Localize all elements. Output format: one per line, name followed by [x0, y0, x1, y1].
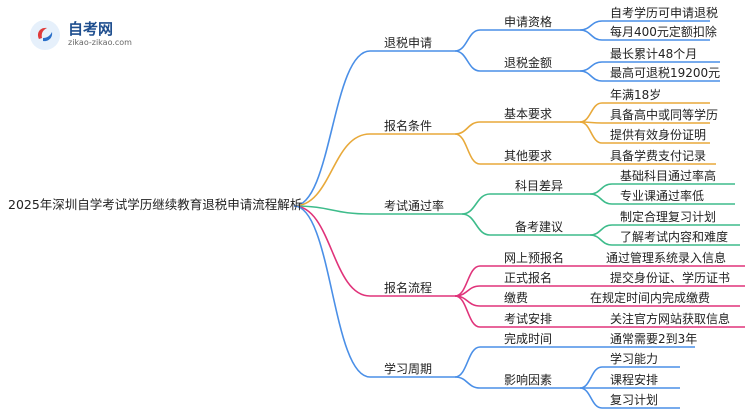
link-sub-1-0-to-leaf-0	[579, 102, 603, 123]
leaf-prep-1: 制定合理复习计划	[620, 210, 717, 224]
link-sub-2-0-to-leaf-0	[589, 183, 613, 195]
sub-payment[interactable]: 缴费	[504, 291, 529, 305]
sub-influencing-factors[interactable]: 影响因素	[504, 373, 553, 387]
link-root-to-branch-1	[293, 133, 371, 207]
leaf-subject-1: 基础科目通过率高	[620, 169, 717, 183]
leaf-other-1: 具备学费支付记录	[610, 149, 707, 163]
logo-icon	[30, 20, 60, 50]
leaf-payment-1: 在规定时间内完成缴费	[590, 291, 711, 305]
branch-tax-refund[interactable]: 退税申请	[384, 36, 433, 50]
link-sub-2-1-to-leaf-1	[589, 234, 613, 246]
branch-pass-rate[interactable]: 考试通过率	[384, 199, 445, 213]
leaf-amount-1: 最长累计48个月	[610, 47, 698, 61]
leaf-prep-2: 了解考试内容和难度	[620, 230, 729, 244]
link-branch-4-to-sub-1	[454, 376, 481, 389]
link-root-to-branch-2	[293, 205, 371, 215]
link-root-to-branch-0	[293, 50, 371, 207]
link-branch-2-to-sub-1	[461, 213, 491, 236]
sub-exam-prep[interactable]: 备考建议	[515, 220, 564, 234]
leaf-eligibility-2: 每月400元定额扣除	[610, 25, 717, 39]
leaf-factor-2: 课程安排	[610, 373, 659, 387]
link-sub-2-0-to-leaf-1	[589, 193, 613, 205]
link-root-to-branch-4	[293, 205, 371, 378]
leaf-online-1: 通过管理系统录入信息	[606, 251, 727, 265]
link-sub-2-1-to-leaf-0	[589, 224, 613, 236]
leaf-schedule-1: 关注官方网站获取信息	[610, 312, 731, 326]
branch-study-period[interactable]: 学习周期	[384, 362, 433, 376]
logo-subtitle: zikao-zikao.com	[68, 38, 132, 47]
link-sub-0-1-to-leaf-0	[579, 61, 603, 72]
link-branch-4-to-sub-0	[454, 346, 481, 378]
branch-registration-conditions[interactable]: 报名条件	[384, 119, 433, 133]
link-root-to-branch-3	[293, 205, 371, 297]
leaf-factor-3: 复习计划	[610, 393, 659, 407]
leaf-eligibility-1: 自考学历可申请退税	[610, 6, 719, 20]
sub-subject-difference[interactable]: 科目差异	[515, 179, 564, 193]
sub-basic-requirements[interactable]: 基本要求	[504, 107, 553, 121]
leaf-formal-1: 提交身份证、学历证书	[610, 271, 731, 285]
branch-registration-process[interactable]: 报名流程	[384, 281, 433, 295]
link-sub-4-1-to-leaf-2	[579, 387, 603, 409]
leaf-basic-2: 具备高中或同等学历	[610, 108, 719, 122]
link-branch-3-to-sub-3	[454, 295, 481, 328]
sub-refund-amount[interactable]: 退税金额	[504, 56, 553, 70]
root-topic[interactable]: 2025年深圳自学考试学历继续教育退税申请流程解析	[8, 197, 303, 212]
leaf-factor-1: 学习能力	[610, 352, 659, 366]
logo-title: 自考网	[68, 20, 114, 38]
leaf-completion-1: 通常需要2到3年	[610, 332, 698, 346]
link-branch-1-to-sub-1	[454, 133, 481, 165]
leaf-amount-2: 最高可退税19200元	[610, 66, 721, 80]
sub-other-requirements[interactable]: 其他要求	[504, 149, 553, 163]
link-sub-1-0-to-leaf-2	[579, 121, 603, 144]
leaf-basic-1: 年满18岁	[610, 88, 662, 102]
link-branch-0-to-sub-1	[454, 50, 481, 72]
sub-formal-registration[interactable]: 正式报名	[504, 271, 553, 285]
link-sub-4-1-to-leaf-0	[579, 366, 603, 389]
sub-completion-time[interactable]: 完成时间	[504, 332, 553, 346]
link-branch-1-to-sub-0	[454, 121, 481, 135]
link-branch-2-to-sub-0	[461, 193, 491, 215]
link-sub-0-0-to-leaf-1	[579, 29, 603, 41]
link-sub-0-1-to-leaf-1	[579, 70, 603, 82]
sub-eligibility[interactable]: 申请资格	[504, 15, 553, 29]
sub-exam-schedule[interactable]: 考试安排	[504, 312, 553, 326]
link-sub-0-0-to-leaf-0	[579, 20, 603, 31]
leaf-subject-2: 专业课通过率低	[620, 189, 705, 203]
sub-online-preregistration[interactable]: 网上预报名	[504, 251, 565, 265]
link-branch-0-to-sub-0	[454, 29, 481, 52]
leaf-basic-3: 提供有效身份证明	[610, 128, 707, 142]
